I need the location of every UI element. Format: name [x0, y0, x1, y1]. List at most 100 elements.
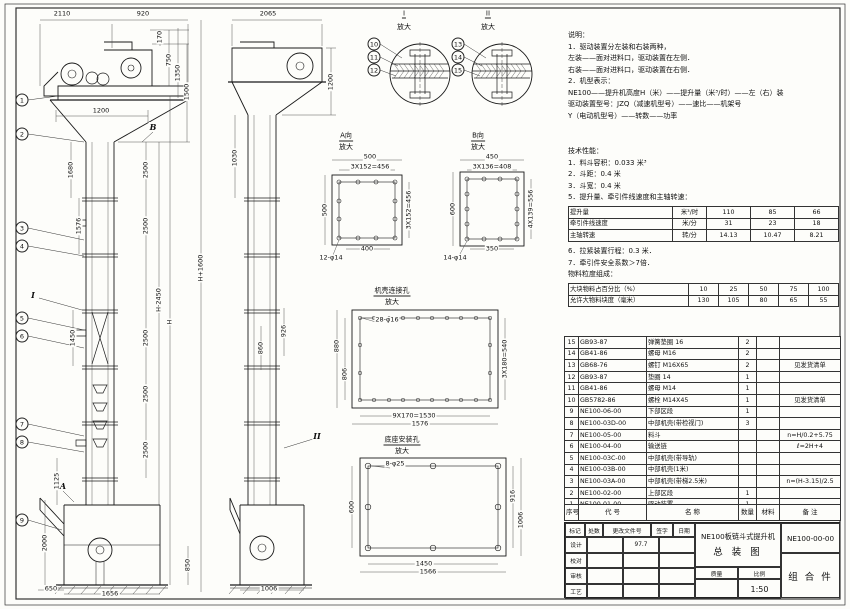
dim-label: 880	[332, 338, 341, 354]
flange-detail-title: 机壳连接孔	[373, 285, 411, 297]
hole-callout: 14-φ14	[442, 253, 468, 262]
blank-cell	[659, 552, 695, 568]
table-cell: 序号	[564, 504, 579, 521]
table-cell	[756, 393, 780, 407]
table-cell	[756, 428, 780, 442]
dim-label: 2500	[141, 440, 150, 460]
table-cell: 3	[564, 475, 579, 488]
hole-callout: 12-φ14	[318, 253, 344, 262]
dim-label: 3X136=408	[471, 162, 513, 171]
table-cell: 6	[564, 440, 579, 453]
view-a-detail	[331, 174, 403, 246]
table-cell	[779, 417, 841, 430]
dim-label: 3X152=456	[349, 162, 391, 171]
table-cell: 55	[808, 294, 839, 308]
item-balloon: 14	[451, 50, 465, 64]
detail-i-title: I	[401, 9, 407, 19]
dim-label: 2500	[141, 328, 150, 348]
dim-label: 400	[359, 244, 375, 253]
table-cell: 主轴转速	[568, 229, 673, 242]
table-cell: 80	[748, 294, 779, 308]
signature-label: 签字	[651, 523, 673, 537]
table-cell	[779, 451, 841, 465]
view-a-title: A向	[339, 130, 353, 142]
table-cell: 25	[718, 283, 749, 296]
dim-label: 1576	[410, 419, 430, 428]
dim-label: 1680	[66, 160, 75, 180]
design-date: 97.7	[623, 537, 659, 553]
table-cell: NE100-04-00	[578, 440, 647, 453]
dim-label: 1450	[68, 328, 77, 348]
dim-label: 170	[155, 29, 164, 45]
dim-label: 1200	[91, 106, 111, 115]
auditor-label: 审核	[565, 568, 587, 584]
table-cell: 螺母 M14	[646, 382, 739, 395]
table-cell: 2	[738, 359, 757, 372]
dim-label: 2500	[141, 216, 150, 236]
dim-label: 2000	[40, 533, 49, 553]
section-marker-b: B	[148, 122, 158, 132]
dim-label: 2110	[52, 9, 72, 18]
table-cell: 7	[564, 428, 579, 442]
note-line: Y（电动机型号）——转数——功率	[568, 111, 678, 120]
auditor-signature	[587, 568, 623, 584]
drawing-number: NE100-00-00	[781, 523, 840, 553]
table-cell: 31	[706, 217, 751, 231]
table-cell: GB93-87	[578, 370, 647, 384]
table-cell	[756, 347, 780, 361]
process-signature	[587, 583, 623, 599]
table-cell	[779, 405, 841, 419]
table-cell: 中部机壳(带梯2.5米)	[646, 475, 739, 488]
blank-cell	[659, 583, 695, 599]
table-cell	[738, 463, 757, 477]
side-elevation-view	[228, 41, 326, 595]
dim-label: 4X139=556	[526, 188, 535, 230]
scale-label: 比例	[738, 567, 781, 579]
dim-label: H-2450	[154, 287, 163, 313]
table-cell: 螺母 M16	[646, 347, 739, 361]
table-cell: GB41-86	[578, 382, 647, 395]
item-balloon: 15	[451, 63, 465, 77]
blank-cell	[659, 537, 695, 553]
table-cell: 中部机壳(带检视门)	[646, 417, 739, 430]
table-cell: 65	[778, 294, 809, 308]
table-cell: 50	[748, 283, 779, 296]
item-balloon: 4	[15, 239, 29, 253]
table-cell: 4	[564, 463, 579, 477]
checker-signature	[587, 552, 623, 568]
base-plate-detail	[359, 457, 507, 557]
view-b-title: B向	[471, 130, 485, 142]
change-doc-label: 更改文件号	[603, 523, 651, 537]
tech-line: 1．料斗容积：0.033 米³	[568, 158, 647, 167]
table-cell: 100	[808, 283, 839, 296]
table-cell: 中部机壳(带导轨)	[646, 451, 739, 465]
table-cell: 9	[564, 405, 579, 419]
table-cell: 数量	[738, 504, 757, 521]
table-cell: NE100-03D-00	[578, 417, 647, 430]
table-cell	[756, 463, 780, 477]
table-cell: 大块物料占百分比（%）	[568, 283, 689, 296]
dim-label: 1576	[74, 216, 83, 236]
item-balloon: 7	[15, 417, 29, 431]
table-cell	[779, 336, 841, 349]
dim-label: 2500	[141, 160, 150, 180]
dim-label: 850	[183, 557, 192, 573]
detail-i-subtitle: 放大	[396, 22, 412, 32]
base-detail-subtitle: 放大	[394, 446, 410, 456]
dim-label: 860	[256, 340, 265, 356]
dim-label: 9X170=1530	[391, 411, 437, 420]
table-cell: 23	[750, 217, 795, 231]
table-cell: 14	[564, 347, 579, 361]
change-mark-label: 标记	[565, 523, 585, 537]
dim-label: 500	[362, 152, 378, 161]
notes-heading: 说明：	[568, 31, 589, 39]
date-label: 日期	[673, 523, 695, 537]
tech-line: 6．拉紧装置行程：0.3 米．	[568, 247, 656, 255]
table-cell	[779, 382, 841, 395]
dim-label: 1006	[516, 510, 525, 530]
checker-label: 校对	[565, 552, 587, 568]
